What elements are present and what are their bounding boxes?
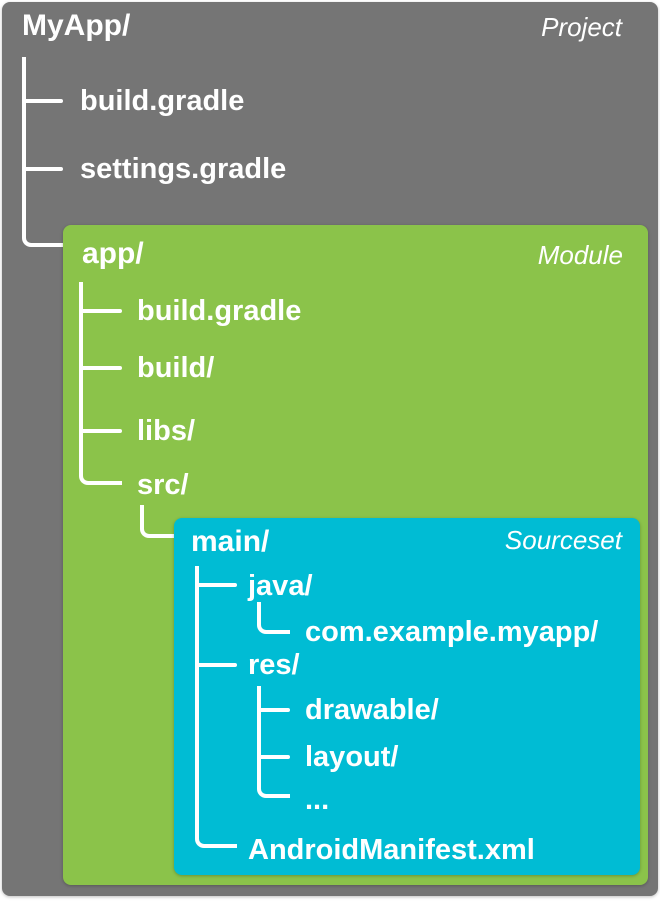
sourceset-item-drawable: drawable/ <box>305 694 439 726</box>
sourceset-tree-branch-layout <box>257 755 290 759</box>
module-tree-branch-libs <box>79 429 122 433</box>
sourceset-tag: Sourceset <box>504 525 622 555</box>
sourceset-item-layout: layout/ <box>305 741 399 773</box>
project-tree-vertical-elbow <box>22 57 63 247</box>
sourceset-item-java: java/ <box>248 570 313 602</box>
module-tree-branch-build-gradle <box>79 309 122 313</box>
sourceset-panel <box>174 518 640 875</box>
sourceset-tree-java-child-elbow <box>257 602 290 634</box>
project-tree-branch-settings-gradle <box>22 167 63 171</box>
sourceset-tree-branch-res <box>195 663 237 667</box>
module-item-build-gradle: build.gradle <box>137 295 302 327</box>
sourceset-item-package: com.example.myapp/ <box>305 616 599 648</box>
sourceset-title: main/ <box>191 525 270 558</box>
project-tree-branch-build-gradle <box>22 99 63 103</box>
module-item-libs: libs/ <box>137 415 196 447</box>
module-tree-branch-build <box>79 366 122 370</box>
project-tag: Project <box>541 12 622 42</box>
sourceset-item-android-manifest: AndroidManifest.xml <box>248 834 535 866</box>
module-tree-vertical-elbow <box>79 282 122 485</box>
module-tag: Module <box>537 240 623 270</box>
sourceset-item-ellipsis: ... <box>305 784 330 816</box>
module-title: app/ <box>82 237 144 270</box>
sourceset-tree-branch-java <box>195 583 237 587</box>
sourceset-tree-branch-drawable <box>257 708 290 712</box>
sourceset-tree-res-child-elbow <box>257 686 290 798</box>
module-item-src: src/ <box>137 469 189 501</box>
sourceset-tree-vertical-elbow <box>195 566 237 848</box>
module-item-build-dir: build/ <box>137 352 215 384</box>
module-tree-src-elbow <box>140 505 175 538</box>
project-item-settings-gradle: settings.gradle <box>80 153 287 185</box>
sourceset-item-res: res/ <box>248 649 300 681</box>
project-title: MyApp/ <box>22 9 131 42</box>
project-item-build-gradle: build.gradle <box>80 85 245 117</box>
